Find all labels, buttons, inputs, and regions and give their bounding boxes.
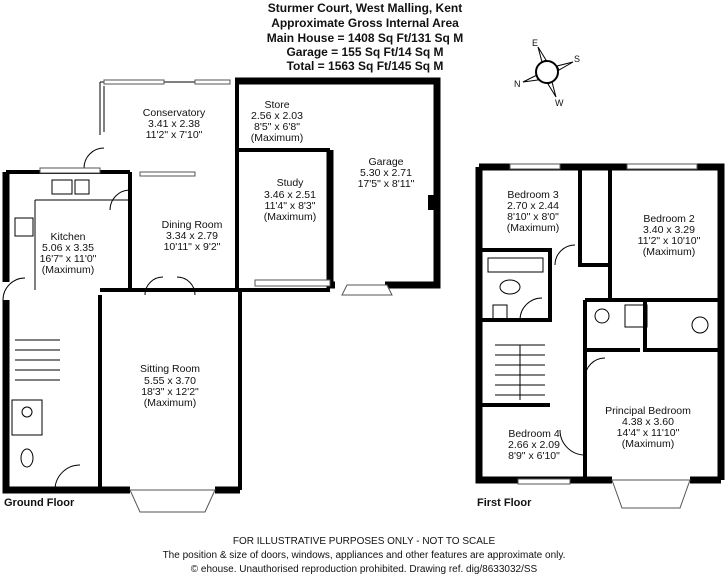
- room-store: Store 2.56 x 2.03 8'5" x 6'8" (Maximum): [251, 99, 304, 144]
- room-label-line: 16'7" x 11'0": [40, 253, 97, 265]
- room-label-line: 11'2" x 10'10": [638, 235, 701, 247]
- room-label-line: 17'5" x 8'11": [358, 178, 415, 190]
- compass-east: E: [532, 38, 538, 48]
- room-label-line: Kitchen: [50, 231, 85, 243]
- room-label-line: Garage: [368, 156, 403, 168]
- room-label-line: 3.34 x 2.79: [166, 230, 218, 242]
- room-label-line: 5.06 x 3.35: [42, 242, 94, 254]
- header: Sturmer Court, West Malling, Kent Approx…: [267, 1, 463, 73]
- room-label-line: 5.30 x 2.71: [360, 167, 412, 179]
- room-label-line: Bedroom 4: [508, 428, 560, 440]
- room-label-line: (Maximum): [622, 438, 675, 450]
- room-label-line: Study: [277, 177, 305, 189]
- room-label-line: 8'10" x 8'0": [507, 211, 559, 223]
- first-floor-label: First Floor: [477, 497, 532, 509]
- room-label-line: Sitting Room: [140, 363, 200, 375]
- room-label-line: 10'11" x 9'2": [164, 241, 221, 253]
- room-label-line: (Maximum): [643, 246, 696, 258]
- first-floor-plan: First Floor: [475, 163, 725, 509]
- copyright: © ehouse. Unauthorised reproduction proh…: [191, 564, 538, 575]
- room-label-line: 5.55 x 3.70: [144, 375, 196, 387]
- garage-area: Garage = 155 Sq Ft/14 Sq M: [286, 45, 443, 59]
- room-label-line: 3.46 x 2.51: [264, 189, 316, 201]
- room-label-line: 11'4" x 8'3": [265, 200, 316, 212]
- room-label-line: (Maximum): [507, 222, 560, 234]
- room-label-line: Bedroom 2: [643, 213, 695, 225]
- ground-floor-plan: Ground Floor: [2, 77, 441, 513]
- compass-south: S: [574, 54, 580, 64]
- room-label-line: Principal Bedroom: [605, 405, 691, 417]
- compass-north: N: [514, 79, 521, 89]
- room-label-line: 2.70 x 2.44: [507, 200, 559, 212]
- room-label-line: (Maximum): [251, 132, 304, 144]
- disclaimer: FOR ILLUSTRATIVE PURPOSES ONLY - NOT TO …: [233, 536, 496, 547]
- area-subtitle: Approximate Gross Internal Area: [271, 16, 459, 30]
- approximation-note: The position & size of doors, windows, a…: [163, 550, 566, 561]
- room-label-line: Bedroom 3: [507, 189, 559, 201]
- compass-icon: E S N W: [514, 38, 580, 108]
- room-label-line: 2.56 x 2.03: [251, 110, 303, 122]
- room-label-line: 8'9" x 6'10": [508, 450, 560, 462]
- room-label-line: 3.41 x 2.38: [148, 118, 200, 130]
- room-label-line: (Maximum): [42, 264, 95, 276]
- main-house-area: Main House = 1408 Sq Ft/131 Sq M: [267, 31, 463, 45]
- room-label-line: 14'4" x 11'10": [617, 427, 680, 439]
- room-conservatory: Conservatory 3.41 x 2.38 11'2" x 7'10": [143, 107, 206, 141]
- room-garage: Garage 5.30 x 2.71 17'5" x 8'11": [358, 156, 415, 190]
- room-bedroom-2: Bedroom 2 3.40 x 3.29 11'2" x 10'10" (Ma…: [638, 213, 701, 258]
- room-label-line: 11'2" x 7'10": [146, 129, 203, 141]
- footer: FOR ILLUSTRATIVE PURPOSES ONLY - NOT TO …: [163, 536, 566, 575]
- room-sitting: Sitting Room 5.55 x 3.70 18'3" x 12'2" (…: [140, 363, 200, 409]
- room-label-line: 18'3" x 12'2": [141, 386, 199, 398]
- room-label-line: Dining Room: [162, 219, 223, 231]
- room-principal-bedroom: Principal Bedroom 4.38 x 3.60 14'4" x 11…: [605, 405, 691, 450]
- property-title: Sturmer Court, West Malling, Kent: [268, 1, 462, 15]
- ground-floor-rooms: Conservatory 3.41 x 2.38 11'2" x 7'10" S…: [40, 99, 415, 409]
- room-label-line: Store: [264, 99, 289, 111]
- room-label-line: (Maximum): [264, 211, 317, 223]
- room-study: Study 3.46 x 2.51 11'4" x 8'3" (Maximum): [264, 177, 317, 223]
- room-label-line: (Maximum): [144, 397, 197, 409]
- room-label-line: 2.66 x 2.09: [508, 439, 560, 451]
- room-dining: Dining Room 3.34 x 2.79 10'11" x 9'2": [162, 219, 223, 253]
- room-label-line: 3.40 x 3.29: [643, 224, 695, 236]
- room-label-line: Conservatory: [143, 107, 206, 119]
- first-floor-rooms: Bedroom 3 2.70 x 2.44 8'10" x 8'0" (Maxi…: [507, 189, 701, 462]
- room-label-line: 4.38 x 3.60: [622, 416, 674, 428]
- compass-west: W: [555, 98, 564, 108]
- total-area: Total = 1563 Sq Ft/145 Sq M: [287, 59, 444, 73]
- room-label-line: 8'5" x 6'8": [254, 121, 300, 133]
- room-bedroom-3: Bedroom 3 2.70 x 2.44 8'10" x 8'0" (Maxi…: [507, 189, 560, 234]
- room-bedroom-4: Bedroom 4 2.66 x 2.09 8'9" x 6'10": [508, 428, 560, 462]
- ground-floor-label: Ground Floor: [4, 497, 75, 509]
- room-kitchen: Kitchen 5.06 x 3.35 16'7" x 11'0" (Maxim…: [40, 231, 97, 276]
